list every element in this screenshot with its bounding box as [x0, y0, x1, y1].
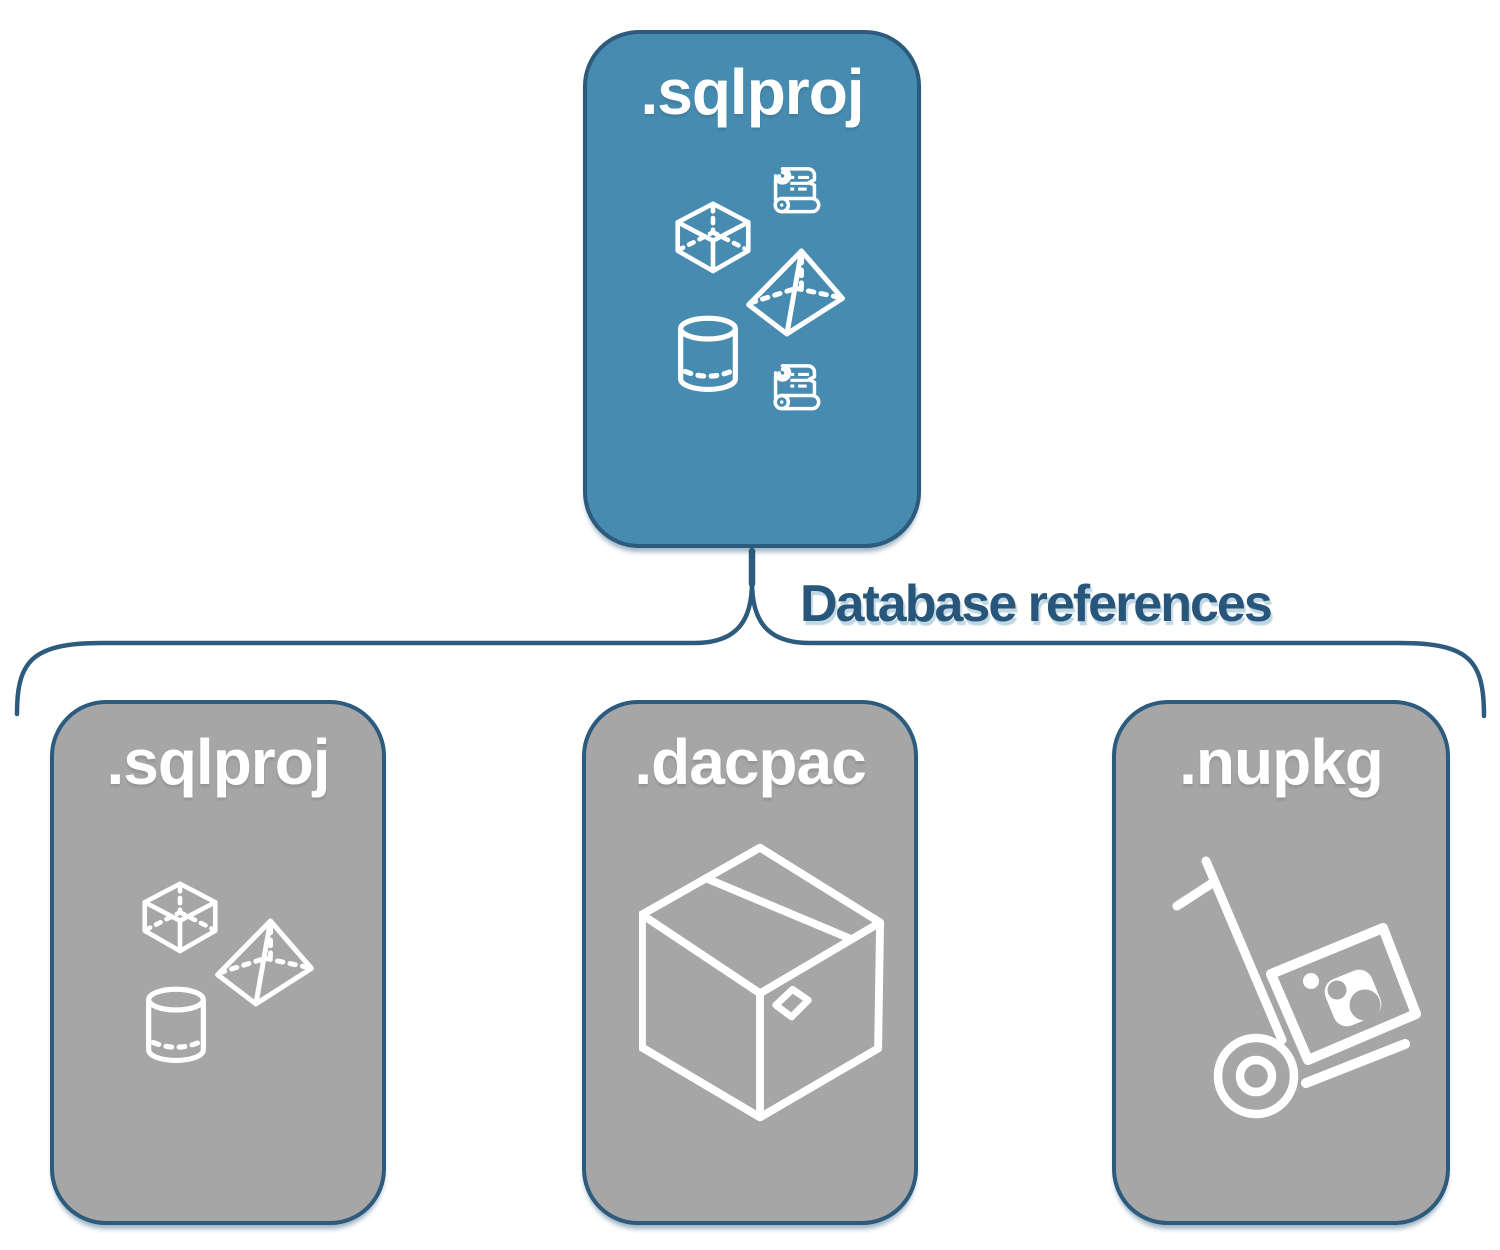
hand-truck-package-icon	[1168, 854, 1430, 1154]
pyramid-icon	[745, 246, 847, 338]
cube-icon	[671, 192, 755, 276]
node-child-title: .nupkg	[1179, 726, 1384, 798]
pyramid-icon	[214, 915, 316, 1009]
scroll-icon	[767, 362, 823, 418]
node-child-title: .sqlproj	[106, 726, 330, 798]
edge-label: Database references	[800, 575, 1273, 633]
node-child-dacpac: .dacpac	[582, 700, 918, 1225]
brace-left	[14, 579, 755, 717]
node-child-nupkg: .nupkg	[1112, 700, 1450, 1225]
scroll-icon	[767, 165, 823, 221]
node-root-title: .sqlproj	[640, 56, 864, 128]
node-root-sqlproj: .sqlproj	[583, 30, 921, 548]
node-child-title: .dacpac	[634, 726, 866, 798]
cylinder-icon	[143, 984, 209, 1068]
package-box-icon	[639, 841, 885, 1123]
node-child-sqlproj: .sqlproj	[50, 700, 386, 1225]
cube-icon	[138, 872, 222, 956]
cylinder-icon	[675, 314, 741, 396]
